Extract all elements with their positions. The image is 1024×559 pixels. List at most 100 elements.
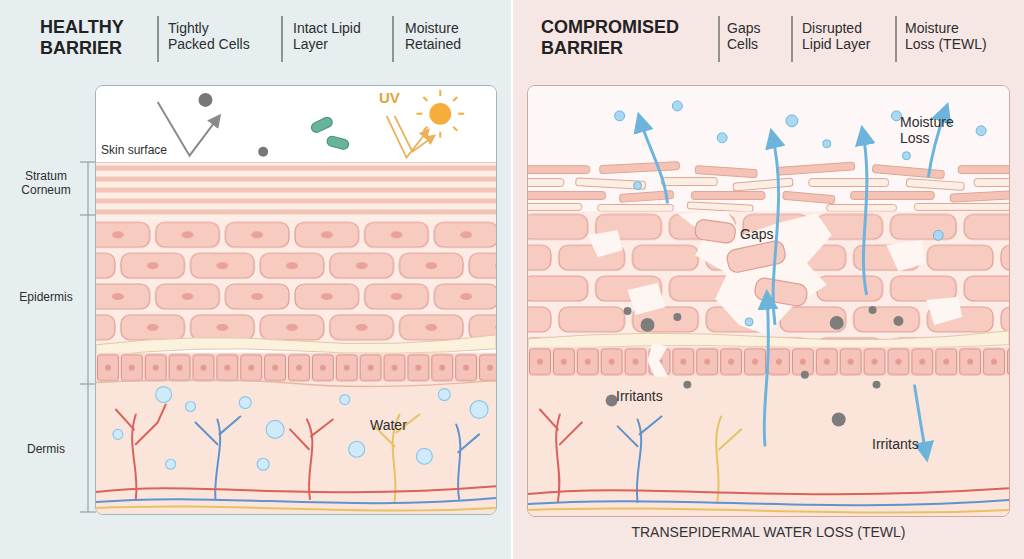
broken-stratum-corneum	[827, 204, 897, 211]
water-bubble	[416, 448, 432, 464]
stratum-corneum-layer	[96, 163, 496, 219]
barrier-gap	[628, 283, 666, 315]
text-label: TRANSEPIDERMAL WATER LOSS (TEWL)	[527, 524, 1010, 540]
header-separator	[718, 16, 719, 62]
water-loss-arrow	[640, 118, 668, 204]
water-droplet	[823, 140, 831, 148]
uv-symbol	[395, 116, 435, 152]
text-label: Intact Lipid Layer	[293, 20, 365, 52]
uv-symbol	[458, 113, 464, 115]
broken-stratum-corneum	[687, 202, 753, 212]
stratum-corneum-layer	[96, 177, 496, 182]
uv-symbol	[439, 90, 441, 96]
water-bubble	[470, 401, 488, 419]
broken-stratum-corneum	[783, 191, 835, 203]
blood-vessel	[528, 409, 1009, 512]
blood-vessel	[96, 498, 496, 503]
dermis-layer	[96, 380, 496, 514]
water-droplet	[672, 101, 682, 111]
text-label: Gaps Cells	[727, 20, 779, 52]
barrier-gap	[926, 297, 962, 325]
header-separator	[158, 16, 393, 62]
barrier-gap	[677, 211, 831, 334]
compromised-skin-illustration	[528, 86, 1009, 516]
blood-vessel	[96, 506, 496, 510]
broken-stratum-corneum	[528, 166, 590, 174]
blood-vessel	[96, 486, 496, 492]
text-label: Stratum Corneum	[10, 170, 82, 198]
irritant-particle	[673, 313, 681, 321]
water-bubble	[113, 387, 488, 471]
water-droplet	[615, 111, 625, 121]
layer-bracket	[80, 161, 96, 162]
uv-symbol	[429, 103, 451, 125]
stratum-corneum-layer	[96, 198, 496, 203]
panel-heading: HEALTHY BARRIER	[40, 17, 152, 58]
irritant-particle	[893, 316, 903, 326]
irritant-particle	[606, 306, 904, 426]
text-label: Gaps	[740, 226, 773, 242]
uv-symbol	[453, 127, 457, 131]
irritant-particle	[624, 307, 632, 315]
illustration-box: Moisture LossGapsIrritantsIrritants	[527, 85, 1010, 517]
dermis-layer	[528, 377, 1009, 516]
uv-symbol	[439, 132, 441, 138]
irritant-particle	[869, 306, 877, 314]
water-bubble	[257, 458, 269, 470]
broken-stratum-corneum	[691, 192, 765, 200]
water-droplet	[902, 152, 910, 160]
text-label: Skin surface	[101, 144, 167, 158]
epidermis-cells	[96, 218, 496, 347]
irritant-particle	[873, 381, 881, 389]
sky-area	[96, 86, 496, 163]
basal-layer	[96, 353, 496, 383]
broken-stratum-corneum	[777, 162, 855, 175]
water-droplet	[891, 111, 901, 121]
bacteria-symbol	[310, 116, 350, 151]
broken-stratum-corneum	[528, 179, 564, 187]
blood-vessel	[96, 405, 496, 511]
broken-stratum-corneum	[695, 165, 757, 177]
header-separator	[392, 16, 393, 62]
basal-layer	[96, 353, 496, 383]
barrier-gap	[588, 230, 623, 257]
text-label: Water	[370, 417, 407, 433]
text-label: Moisture Retained	[405, 20, 485, 52]
broken-stratum-corneum	[914, 203, 1009, 210]
uv-symbol	[416, 113, 422, 115]
reflected-irritant	[198, 93, 212, 107]
dermis-layer	[96, 383, 496, 514]
irritant-particle	[832, 412, 846, 426]
irritant-particle	[683, 381, 691, 389]
stratum-corneum-layer	[96, 163, 496, 219]
water-droplet	[615, 101, 986, 326]
header-separator	[719, 16, 896, 62]
broken-stratum-corneum	[528, 192, 606, 200]
water-bubble	[113, 429, 123, 439]
reflected-irritant	[158, 93, 268, 157]
water-droplet	[933, 230, 943, 240]
text-label: Irritants	[616, 388, 663, 404]
water-bubble	[266, 420, 284, 438]
layer-bracket	[80, 162, 96, 512]
water-droplet	[634, 182, 642, 190]
text-label: Dermis	[10, 443, 82, 457]
blood-vessel	[290, 419, 333, 499]
header-separator	[895, 16, 896, 62]
uv-symbol	[423, 127, 427, 131]
broken-stratum-corneum	[950, 191, 1009, 202]
water-droplet	[717, 133, 727, 143]
water-bubble	[186, 402, 196, 412]
bacteria-symbol	[310, 116, 334, 134]
broken-stratum-corneum	[661, 178, 717, 186]
uv-symbol	[387, 116, 429, 158]
broken-stratum-corneum	[872, 165, 944, 179]
text-label: UV	[379, 89, 400, 106]
water-bubble	[349, 441, 365, 457]
irritant-particle	[641, 318, 655, 332]
layer-bracket	[80, 511, 96, 512]
text-label: Tightly Packed Cells	[168, 20, 256, 52]
water-bubble	[166, 459, 176, 469]
text-label: Epidermis	[10, 291, 82, 305]
